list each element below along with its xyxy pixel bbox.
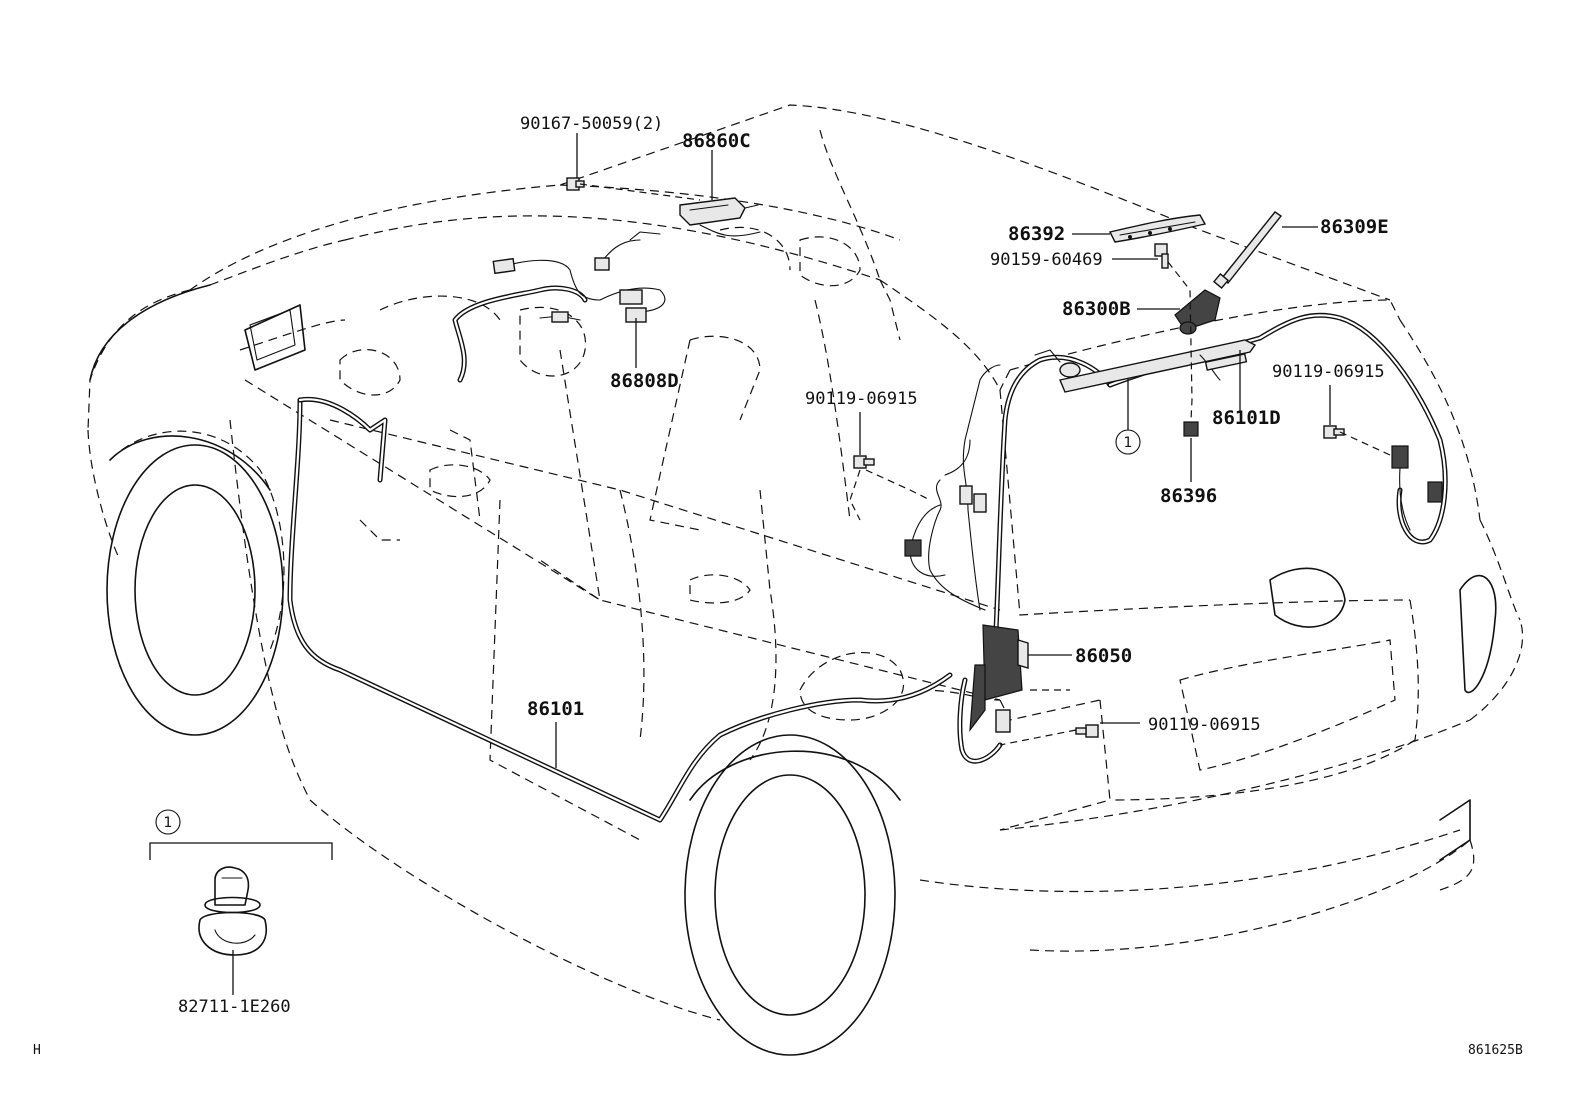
label-86808D: 86808D <box>610 370 679 392</box>
part-86300B-base <box>1174 289 1221 335</box>
bolt-90119-a <box>853 455 875 469</box>
corner-code-right: 861625B <box>1468 1043 1523 1058</box>
detail-callout-circle <box>155 809 181 835</box>
part-86396-grommet <box>1183 421 1199 437</box>
label-90119-06915-c: 90119-06915 <box>1148 715 1261 735</box>
part-86309E-antenna <box>1212 211 1283 290</box>
detail-inset: 1 <box>149 809 333 956</box>
bolt-90119-c <box>1075 724 1099 738</box>
leader-lines <box>232 133 1391 995</box>
main-harness-86101 <box>287 396 953 823</box>
clip-82711-shape <box>198 866 267 956</box>
label-86101: 86101 <box>527 698 584 720</box>
label-86101D: 86101D <box>1212 407 1281 429</box>
detail-callout-number: 1 <box>164 815 173 831</box>
label-90119-06915-b: 90119-06915 <box>1272 362 1385 382</box>
label-86860C: 86860C <box>682 130 751 152</box>
label-90159-60469: 90159-60469 <box>990 250 1103 270</box>
part-86860C-shape <box>679 197 761 237</box>
part-86101D-cable <box>1059 339 1257 393</box>
part-90159-bolt <box>1154 243 1169 269</box>
car-body-outline <box>87 104 1524 1021</box>
label-86392: 86392 <box>1008 223 1065 245</box>
labels: 90167-50059(2) 86860C 86392 86309E 90159… <box>33 114 1523 1058</box>
label-90119-06915-a: 90119-06915 <box>805 389 918 409</box>
corner-code-left: H <box>33 1043 41 1058</box>
rear-wheel <box>684 734 901 1056</box>
body-solid-lines <box>89 284 1497 861</box>
part-86392-shape <box>1108 214 1207 243</box>
label-82711-1E260: 82711-1E260 <box>178 997 291 1017</box>
label-86396: 86396 <box>1160 485 1217 507</box>
inline-callout: 1 <box>1115 429 1141 455</box>
label-86309E: 86309E <box>1320 216 1389 238</box>
label-90167-50059: 90167-50059(2) <box>520 114 663 134</box>
bolt-90119-b <box>1323 425 1345 439</box>
part-86050-unit <box>969 624 1029 733</box>
label-86300B: 86300B <box>1062 298 1131 320</box>
bolts <box>566 177 1345 738</box>
roof-harness <box>452 231 666 383</box>
front-wheel <box>106 435 284 736</box>
label-86050: 86050 <box>1075 645 1132 667</box>
inline-callout-number: 1 <box>1124 435 1133 451</box>
lower-harness-86050 <box>957 677 1011 764</box>
